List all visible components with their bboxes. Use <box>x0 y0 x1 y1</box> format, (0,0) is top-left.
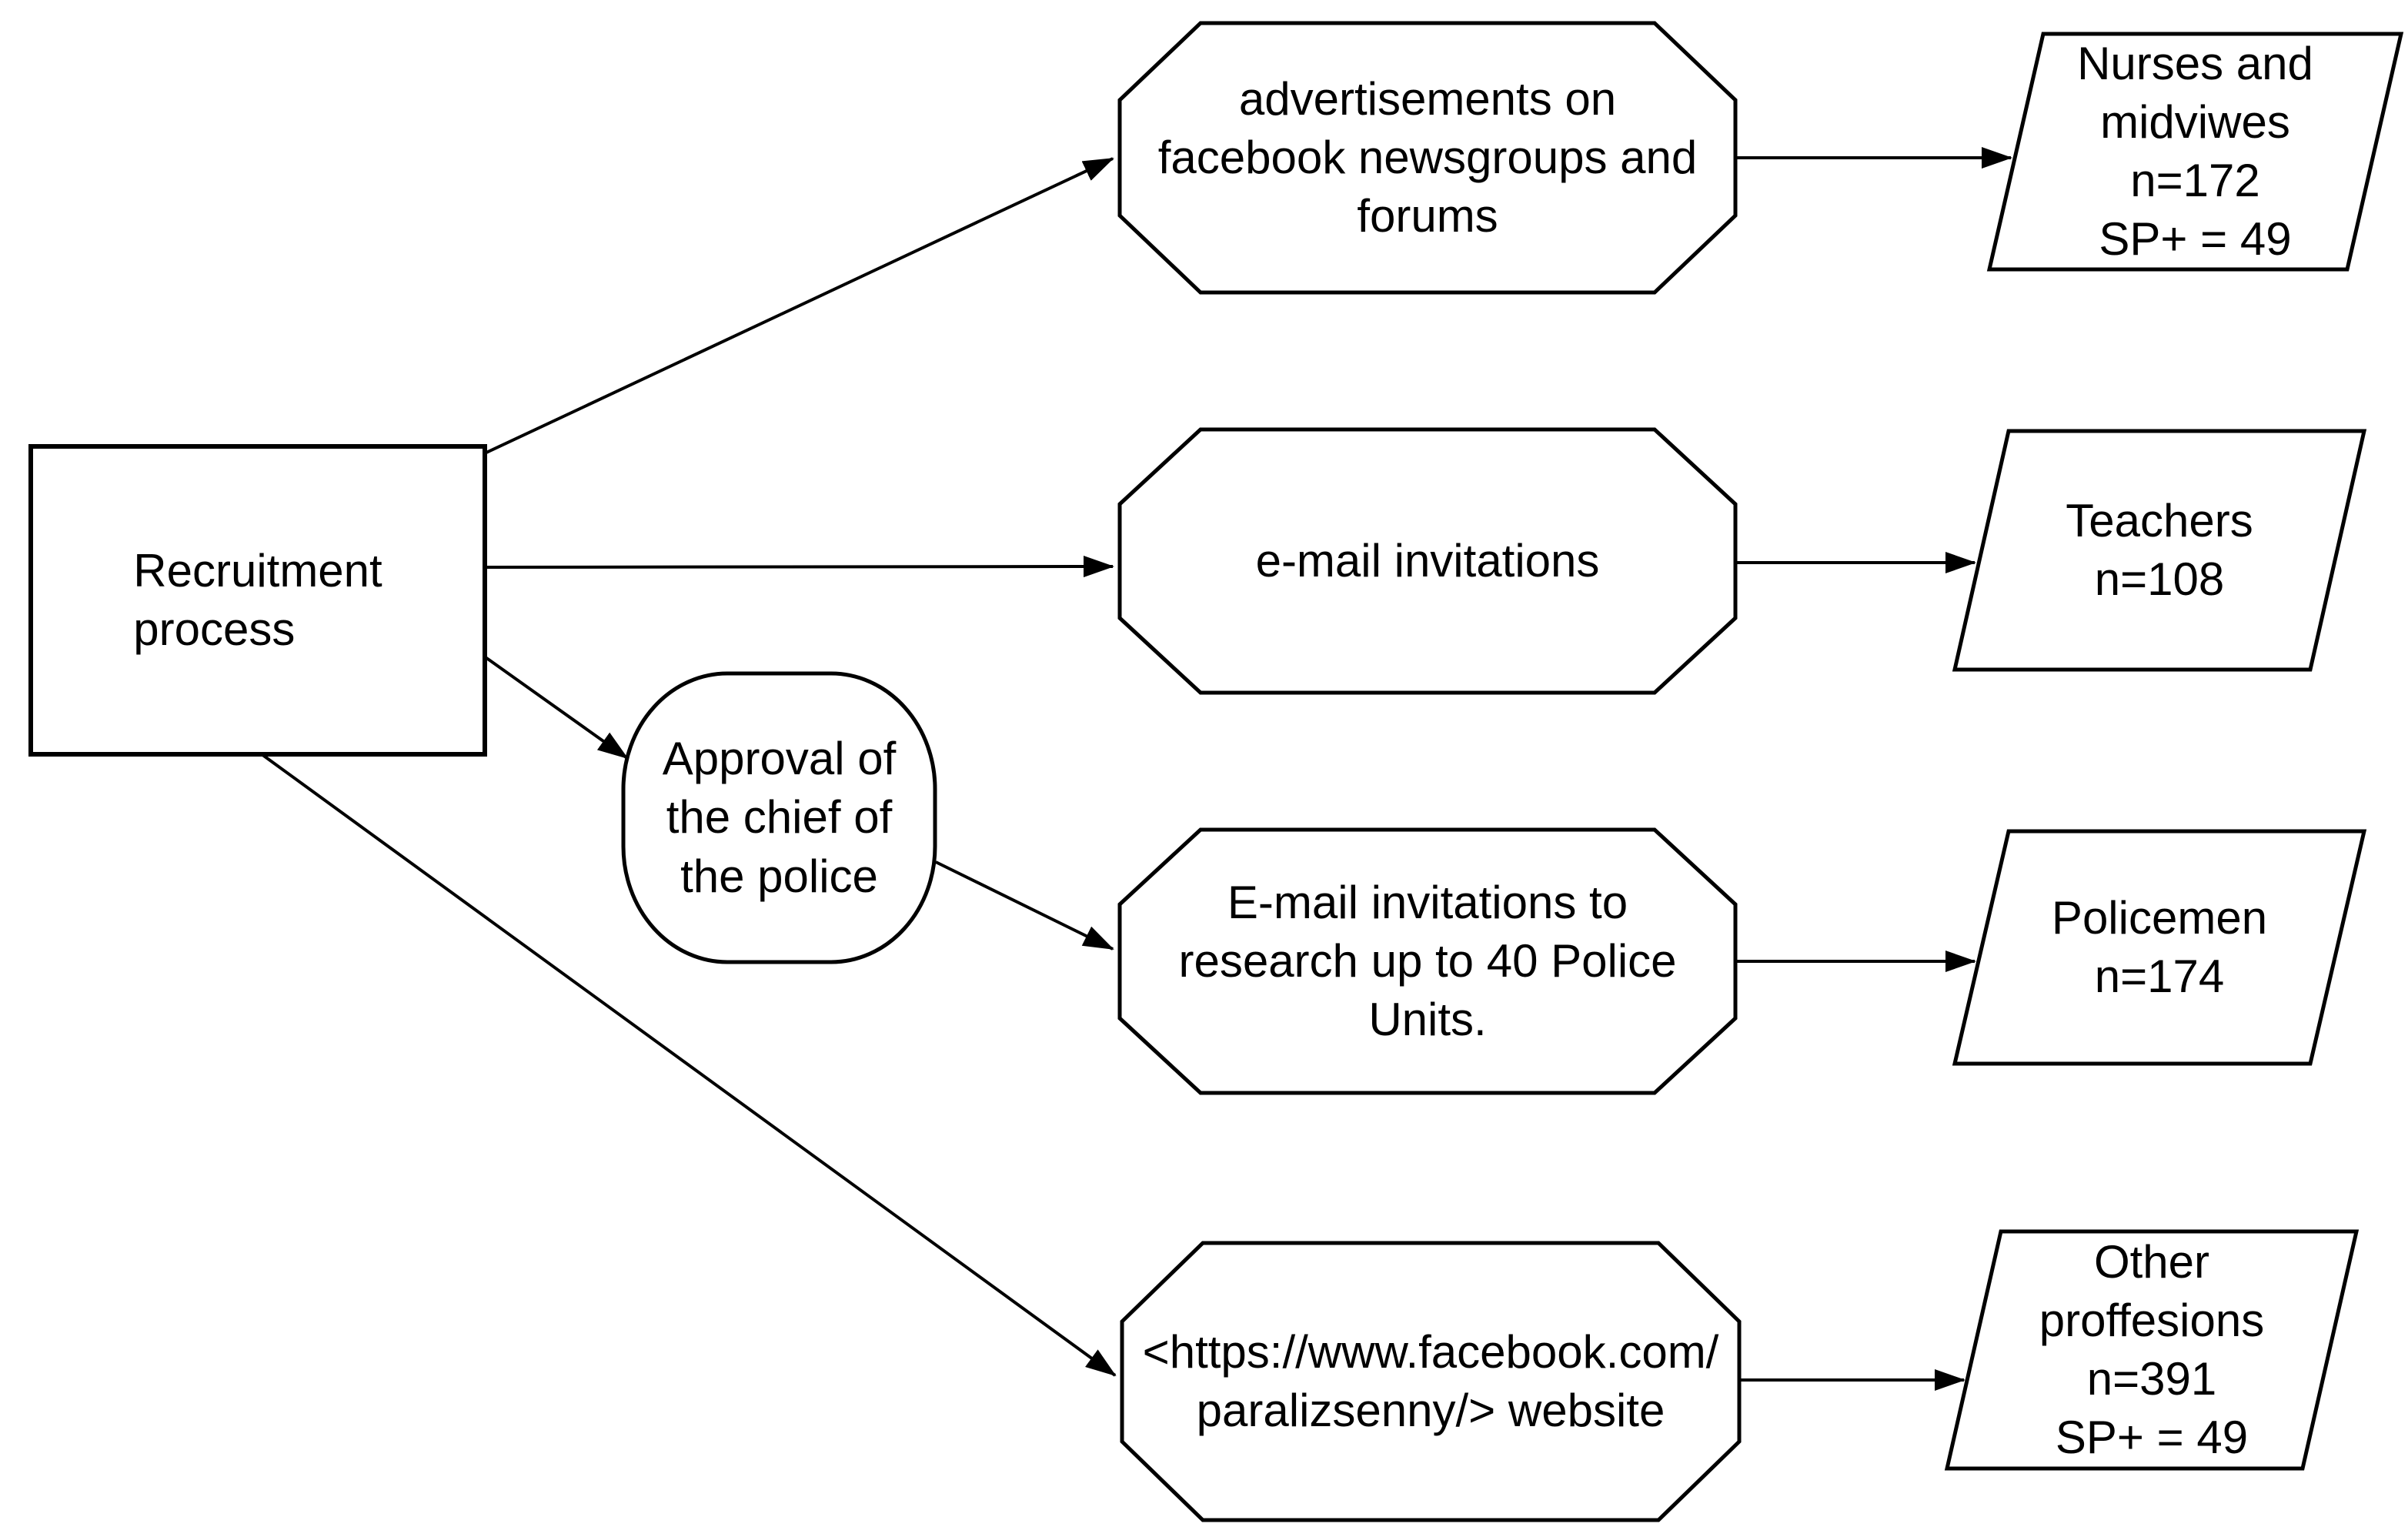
website-node: <https://www.facebook.com/ paralizsenny/… <box>1122 1243 1739 1520</box>
police-email-label: E-mail invitations to research up to 40 … <box>1178 876 1677 1046</box>
approval-rounded-shape <box>621 671 937 964</box>
parallelogram-teachers-shape <box>1952 429 2367 672</box>
arrow-recruitment-to-website <box>260 753 1117 1377</box>
approval-node: Approval of the chief of the police <box>623 673 935 962</box>
arrow-approval-to-police-email <box>935 860 1114 951</box>
recruitment-label: Recruitment process <box>133 544 382 655</box>
policemen-node: Policemen n=174 <box>1955 831 2364 1064</box>
parallelogram-nurses-shape <box>1986 32 2404 272</box>
parallelogram-other-shape <box>1944 1229 2360 1471</box>
policemen-label: Policemen n=174 <box>2051 891 2268 1002</box>
email-label: e-mail invitations <box>1255 534 1600 586</box>
recruitment-box-shape <box>28 444 487 757</box>
octagon-ads-shape <box>1117 21 1738 295</box>
octagon-website-shape <box>1120 1241 1742 1522</box>
police-email-node: E-mail invitations to research up to 40 … <box>1120 830 1735 1093</box>
teachers-node: Teachers n=108 <box>1955 431 2364 670</box>
arrow-recruitment-to-ads <box>486 157 1114 454</box>
nurses-label: Nurses and midviwes n=172 SP+ = 49 <box>2077 37 2313 266</box>
ads-node: advertisements on facebook newsgroups an… <box>1120 23 1735 292</box>
website-label: <https://www.facebook.com/ paralizsenny/… <box>1142 1325 1719 1436</box>
parallelogram-policemen-shape <box>1952 829 2367 1066</box>
teachers-label: Teachers n=108 <box>2066 494 2253 605</box>
nurses-node: Nurses and midviwes n=172 SP+ = 49 <box>1989 34 2401 269</box>
other-professions-label: Other proffesions n=391 SP+ = 49 <box>2039 1235 2265 1464</box>
arrow-recruitment-to-approval <box>482 654 629 760</box>
arrow-recruitment-to-email <box>484 556 1114 578</box>
approval-label: Approval of the chief of the police <box>662 733 897 902</box>
octagon-police-email-shape <box>1117 827 1738 1095</box>
email-node: e-mail invitations <box>1120 429 1735 693</box>
recruitment-node: Recruitment process <box>31 446 485 754</box>
ads-label: advertisements on facebook newsgroups an… <box>1157 72 1698 242</box>
other-professions-node: Other proffesions n=391 SP+ = 49 <box>1947 1231 2356 1469</box>
octagon-email-shape <box>1117 427 1738 695</box>
